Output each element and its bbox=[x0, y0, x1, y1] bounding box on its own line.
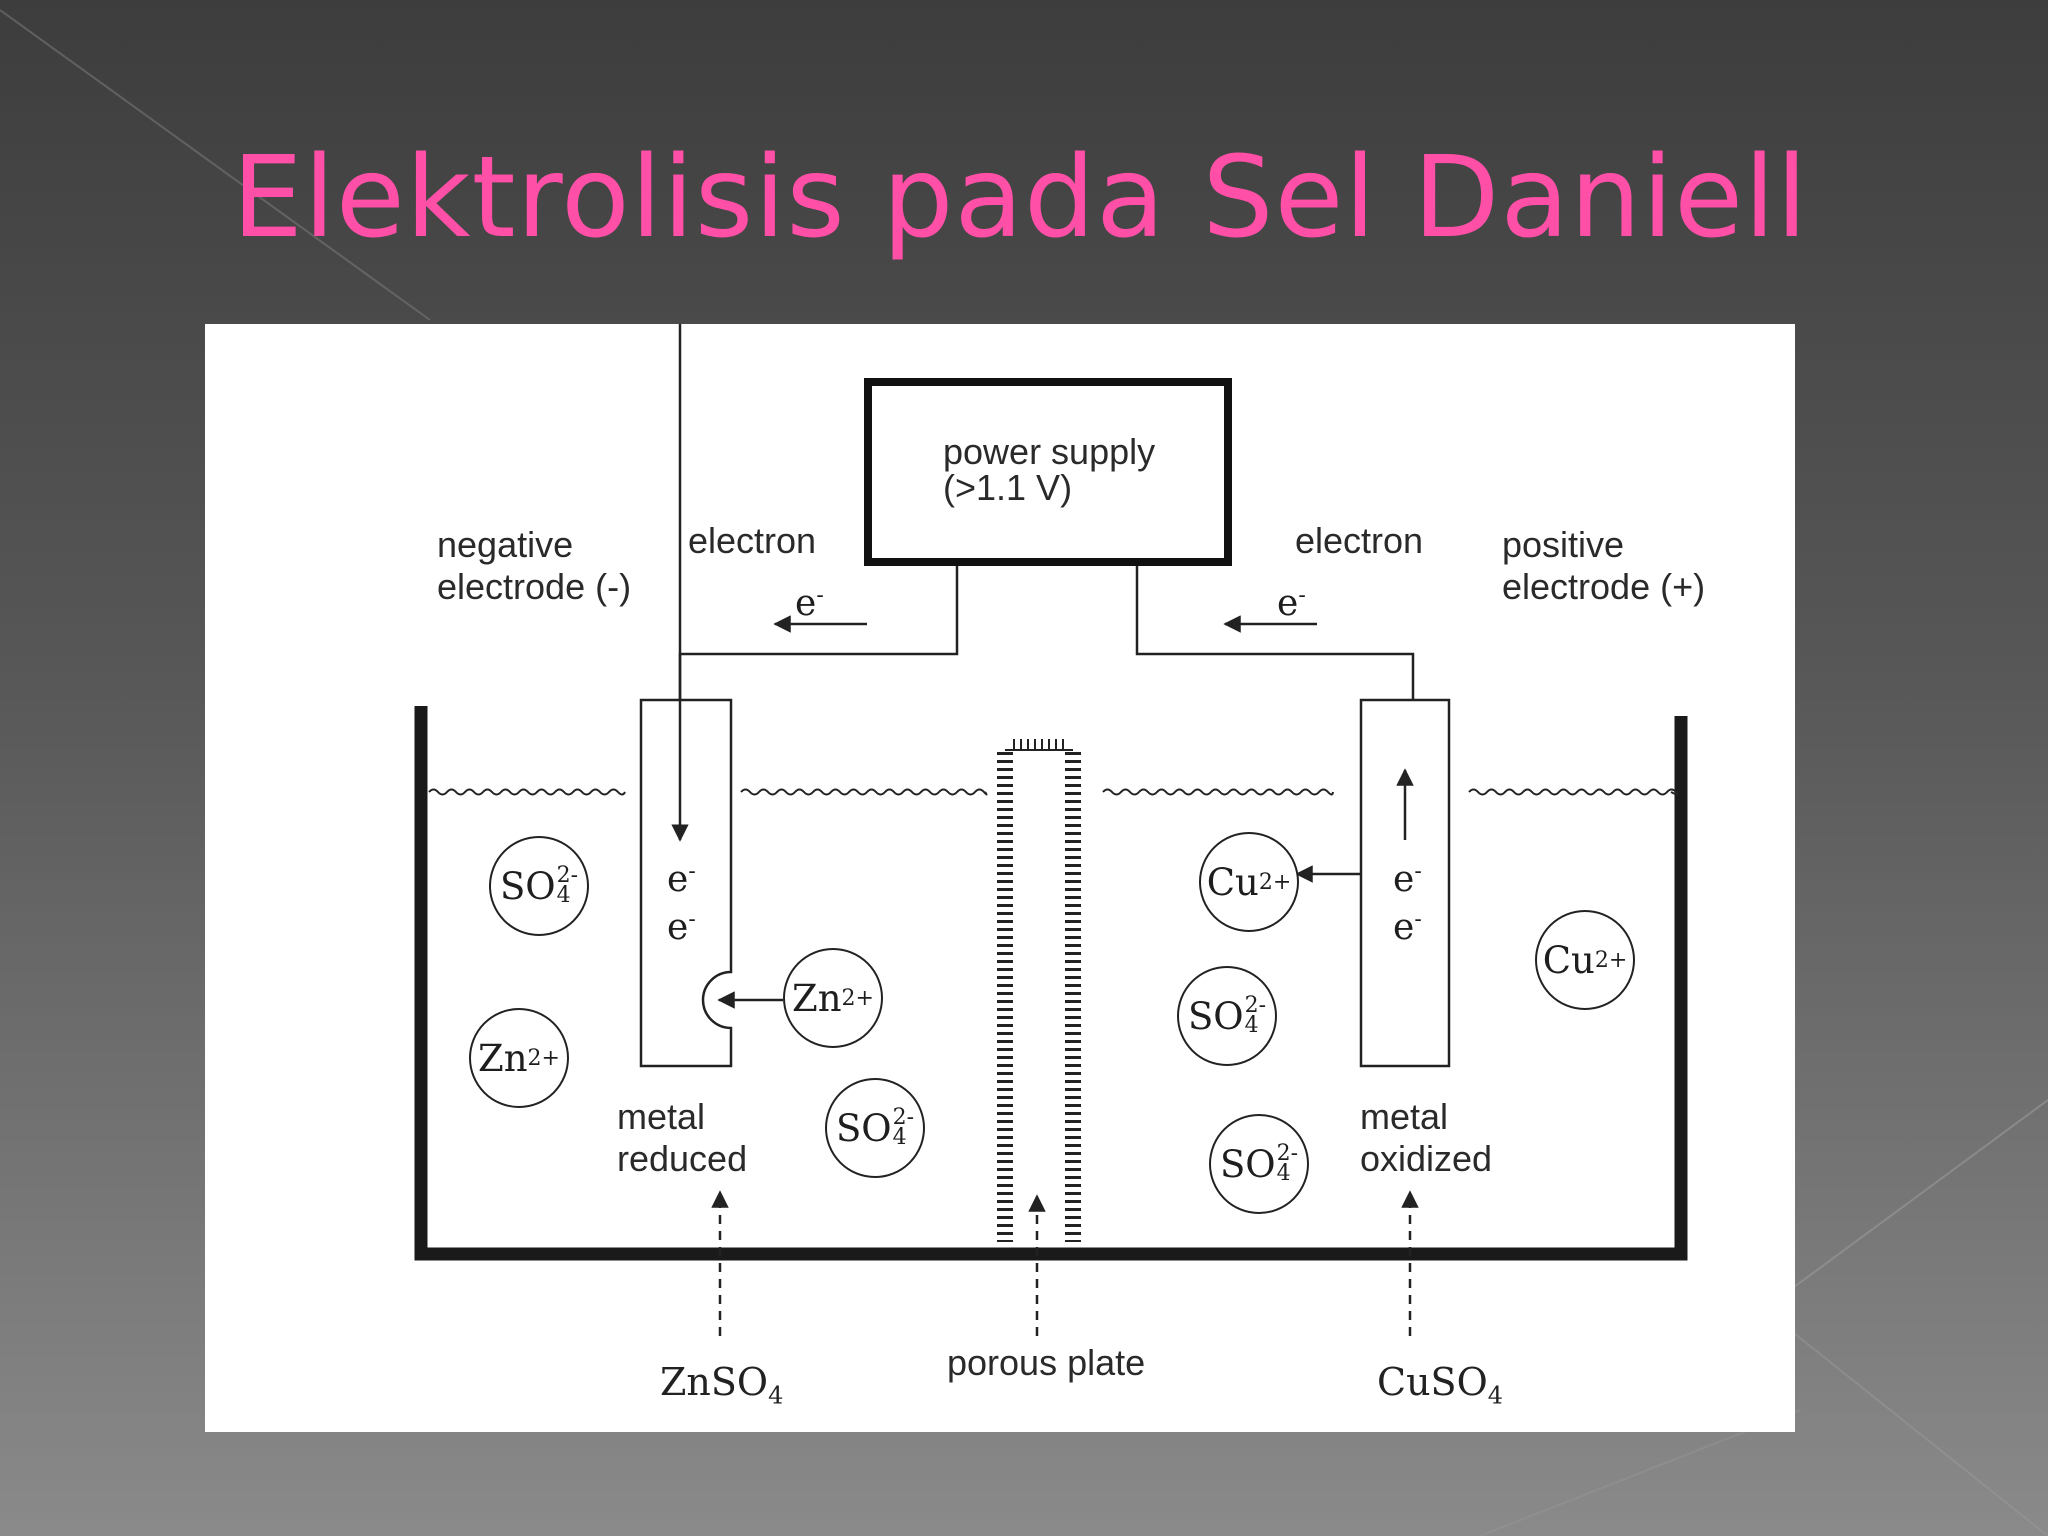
tank bbox=[414, 706, 1688, 1261]
diagram-panel: power supply (>1.1 V) negative electrode… bbox=[205, 324, 1795, 1432]
right-electron-symbol: e- bbox=[1277, 583, 1306, 624]
porous-plate bbox=[997, 739, 1081, 1242]
zinc-electrode-electrons: e- e- bbox=[667, 859, 696, 948]
liquid-surface bbox=[428, 788, 1679, 796]
cuso4-label: CuSO4 bbox=[1377, 1360, 1504, 1410]
power-supply-box bbox=[864, 378, 1232, 566]
negative-electrode-label: negative electrode (-) bbox=[437, 524, 632, 607]
copper-electrode-electrons: e- e- bbox=[1393, 859, 1422, 948]
right-wire bbox=[1135, 566, 1415, 700]
porous-plate-label: porous plate bbox=[947, 1342, 1146, 1383]
daniell-cell-diagram bbox=[414, 324, 1688, 1336]
right-electron-label: electron bbox=[1295, 520, 1424, 561]
power-supply-label: power supply (>1.1 V) bbox=[943, 431, 1156, 508]
metal-reduced-label: metal reduced bbox=[617, 1096, 748, 1179]
zinc-electrode bbox=[639, 698, 733, 1068]
copper-electrode bbox=[1359, 698, 1451, 1068]
metal-oxidized-label: metal oxidized bbox=[1360, 1096, 1493, 1179]
slide-title: Elektrolisis pada Sel Daniell bbox=[232, 133, 1809, 263]
left-electron-label: electron bbox=[688, 520, 817, 561]
znso4-label: ZnSO4 bbox=[660, 1360, 784, 1410]
positive-electrode-label: positive electrode (+) bbox=[1502, 524, 1706, 607]
left-electron-symbol: e- bbox=[795, 583, 824, 624]
